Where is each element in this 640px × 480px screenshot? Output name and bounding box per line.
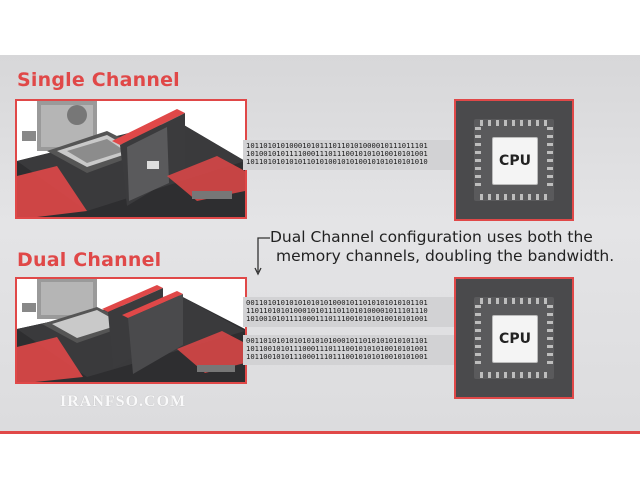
single-channel-cpu: CPU — [454, 99, 574, 221]
bus-bits-row: 1101101010100010101110110101000010111011… — [246, 306, 428, 315]
bus-bits-row: 1010010101111000111011100101010100101010… — [246, 149, 428, 158]
caption-arrow-icon — [254, 237, 270, 276]
bus-bits-row: 1011010101010110101001010100101010101010… — [246, 157, 428, 166]
bus-bits-row: 1011001010111000111011100101010100101010… — [246, 344, 428, 353]
dual-channel-motherboard — [15, 277, 247, 384]
single-channel-motherboard — [15, 99, 247, 219]
motherboard-illustration — [17, 101, 245, 217]
caption-line-1: Dual Channel configuration uses both the — [270, 228, 593, 246]
dual-channel-cpu: CPU — [454, 277, 574, 399]
dual-channel-title: Dual Channel — [17, 249, 162, 271]
cpu-pins — [475, 298, 553, 378]
dual-channel-data-bus-b: 0011010101010101010100010110101010101011… — [243, 335, 456, 365]
bus-bits-row: 1010010101111000111011100101010100101010… — [246, 314, 428, 323]
cpu-pins — [475, 120, 553, 200]
single-channel-data-bus: 1011010101000101011101101010000101110111… — [243, 140, 456, 170]
dual-channel-data-bus-a: 0011010101010101010100010110101010101011… — [243, 297, 456, 327]
bus-bits-row: 0011010101010101010100010110101010101011… — [246, 298, 428, 307]
bus-bits-row: 1011001010111000111011100101010100101010… — [246, 352, 428, 361]
cpu-label: CPU — [492, 137, 538, 185]
cpu-chip: CPU — [474, 297, 554, 379]
cpu-label: CPU — [492, 315, 538, 363]
bottom-accent-line — [0, 431, 640, 434]
caption-line-2: memory channels, doubling the bandwidth. — [276, 247, 615, 265]
motherboard-illustration — [17, 279, 245, 382]
single-channel-title: Single Channel — [17, 69, 180, 91]
watermark: IRANFSO.COM — [60, 393, 187, 410]
bus-bits-row: 1011010101000101011101101010000101110111… — [246, 141, 428, 150]
dual-channel-caption: Dual Channel configuration uses both the… — [270, 228, 614, 266]
bus-bits-row: 0011010101010101010100010110101010101011… — [246, 336, 428, 345]
cpu-chip: CPU — [474, 119, 554, 201]
